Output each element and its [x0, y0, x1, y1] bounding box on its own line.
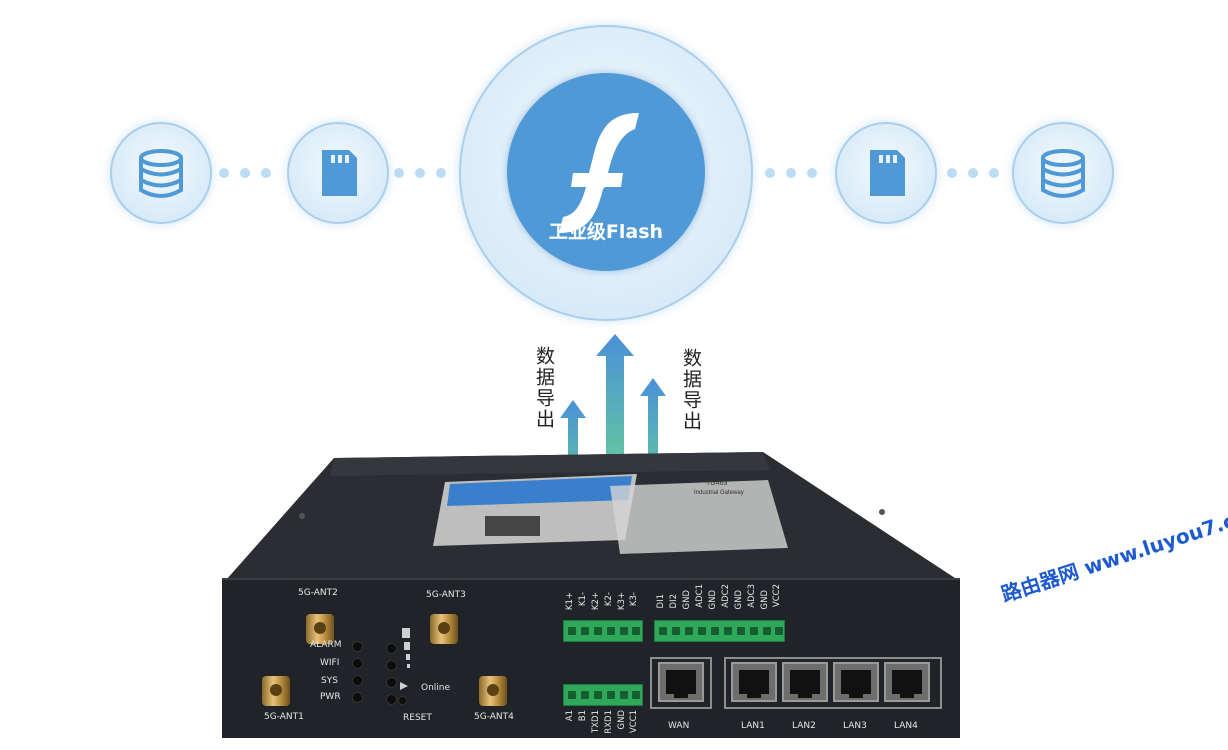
port-label-lan2: LAN2 [792, 721, 816, 731]
pin-label: GND [734, 590, 744, 610]
lan-port-frame [724, 657, 942, 709]
antenna-connector-2 [306, 614, 334, 644]
connector-dot [394, 168, 404, 178]
connector-dot [989, 168, 999, 178]
pin-label: GND [617, 710, 627, 730]
connector-dot [765, 168, 775, 178]
label-subtitle: Industrial Gateway [694, 490, 744, 496]
connector-dot [807, 168, 817, 178]
antenna-label-1: 5G-ANT1 [264, 712, 304, 722]
connector-dot [968, 168, 978, 178]
online-label: Online [421, 683, 451, 693]
lan1-port[interactable] [731, 662, 777, 702]
arrow-center [596, 334, 634, 540]
database-node-left [110, 122, 212, 224]
pin-label: VCC1 [629, 710, 639, 734]
connector-dot [947, 168, 957, 178]
flash-logo-icon [559, 113, 639, 233]
pin-label: K2- [604, 592, 614, 607]
pin-label: K3- [629, 592, 639, 607]
antenna-label-4: 5G-ANT4 [474, 712, 514, 722]
pin-label: K1- [578, 592, 588, 607]
wan-port[interactable] [658, 662, 704, 702]
lan4-port[interactable] [884, 662, 930, 702]
flash-core: 工业级Flash [507, 73, 705, 271]
pin-label: ADC2 [721, 584, 731, 608]
pin-label: ADC3 [747, 584, 757, 608]
connector-dot [219, 168, 229, 178]
terminal-block-serial [563, 684, 643, 706]
sd-card-node-left [287, 122, 389, 224]
sd-card-icon [870, 150, 905, 196]
sd-card-node-right [835, 122, 937, 224]
port-label-lan3: LAN3 [843, 721, 867, 731]
pin-label: ADC1 [695, 584, 705, 608]
reset-button[interactable] [398, 696, 407, 705]
pin-label: A1 [565, 710, 575, 722]
signal-bars-icon [400, 628, 410, 690]
pin-label: GND [682, 590, 692, 610]
connector-dot [415, 168, 425, 178]
led-alarm [352, 641, 363, 652]
antenna-connector-3 [430, 614, 458, 644]
lan2-port[interactable] [782, 662, 828, 702]
pin-label: DI2 [669, 594, 679, 609]
flash-label: 工业级Flash [548, 221, 664, 243]
led-label-wifi: WIFI [320, 658, 340, 668]
database-icon [139, 149, 183, 198]
led-label-alarm: ALARM [310, 640, 342, 650]
signal-led [386, 694, 397, 705]
led-pwr [352, 692, 363, 703]
signal-led [386, 677, 397, 688]
port-label-lan4: LAN4 [894, 721, 918, 731]
antenna-connector-1 [262, 676, 290, 706]
led-sys [352, 675, 363, 686]
port-label-wan: WAN [668, 721, 690, 731]
wan-port-frame [650, 657, 712, 709]
lan3-port[interactable] [833, 662, 879, 702]
connector-dot [240, 168, 250, 178]
database-icon [1041, 149, 1085, 198]
pin-label: RXD1 [604, 710, 614, 734]
led-wifi [352, 658, 363, 669]
pin-label: TXD1 [591, 710, 601, 733]
pin-label: DI1 [656, 594, 666, 609]
connector-dot [436, 168, 446, 178]
pin-label: K3+ [617, 592, 627, 611]
terminal-block-io [654, 620, 785, 642]
flash-node: 工业级Flash [459, 25, 753, 321]
led-label-pwr: PWR [320, 692, 341, 702]
pin-label: K2+ [591, 592, 601, 611]
led-label-sys: SYS [321, 676, 338, 686]
pin-label: VCC2 [772, 584, 782, 608]
antenna-connector-4 [479, 676, 507, 706]
label-model: TG463 [706, 480, 728, 487]
pin-label: GND [708, 590, 718, 610]
sd-card-icon [322, 150, 357, 196]
arrow-label-left: 数据导出 [533, 346, 555, 430]
arrow-label-right: 数据导出 [680, 348, 702, 432]
terminal-block-relay [563, 620, 643, 642]
signal-led [386, 660, 397, 671]
connector-dot [261, 168, 271, 178]
signal-led [386, 643, 397, 654]
pin-label: K1+ [565, 592, 575, 611]
pin-label: GND [760, 590, 770, 610]
reset-label: RESET [403, 713, 432, 723]
database-node-right [1012, 122, 1114, 224]
port-label-lan1: LAN1 [741, 721, 765, 731]
antenna-label-3: 5G-ANT3 [426, 590, 466, 600]
antenna-label-2: 5G-ANT2 [298, 588, 338, 598]
pin-label: B1 [578, 710, 588, 722]
connector-dot [786, 168, 796, 178]
